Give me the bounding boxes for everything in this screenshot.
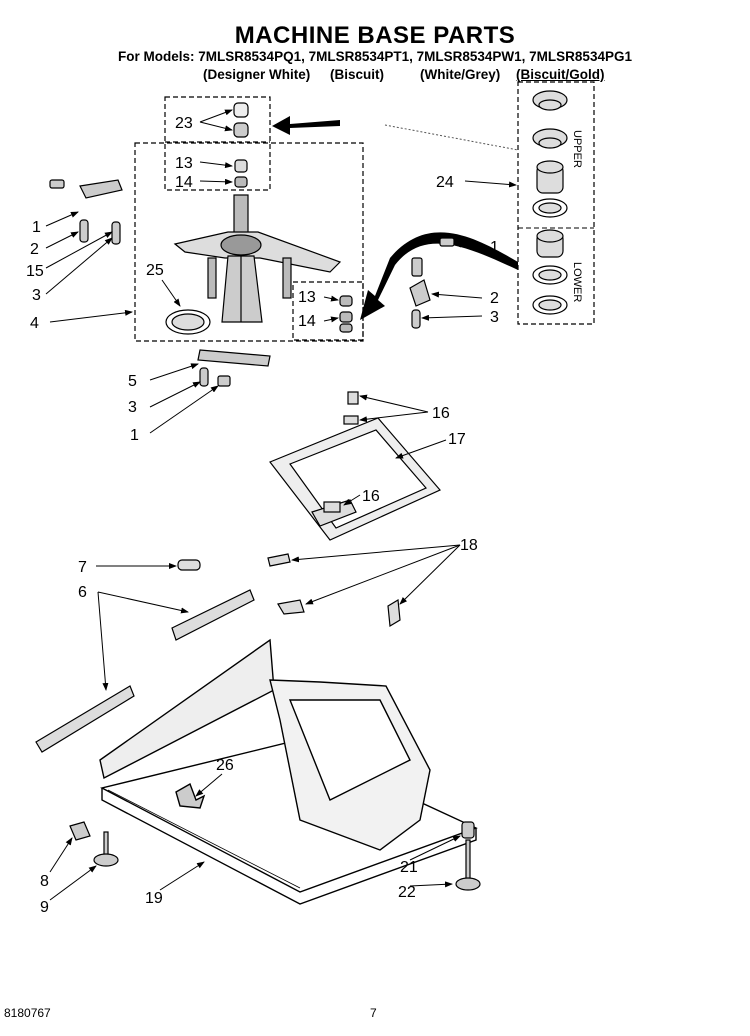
bracket-bottom bbox=[197, 349, 271, 387]
feet bbox=[69, 821, 481, 891]
upper-label: UPPER bbox=[571, 130, 583, 168]
big-arrow-lower bbox=[360, 232, 518, 320]
callout-26: 26 bbox=[216, 757, 234, 774]
page-title: MACHINE BASE PARTS bbox=[234, 22, 516, 49]
dotted-leader bbox=[384, 124, 519, 151]
callout-2b: 2 bbox=[490, 290, 499, 307]
lower-label: LOWER bbox=[571, 262, 583, 302]
leader-lines bbox=[45, 109, 517, 901]
color-designer-white: (Designer White) bbox=[203, 67, 311, 82]
callout-7: 7 bbox=[78, 559, 87, 576]
callout-22: 22 bbox=[398, 884, 416, 901]
callout-numbers: 23 13 14 1 2 15 3 4 25 24 13 14 1 2 3 5 … bbox=[26, 115, 499, 916]
frame-cover bbox=[269, 391, 441, 541]
callout-24: 24 bbox=[436, 174, 454, 191]
big-arrow-upper bbox=[272, 116, 340, 135]
callout-16: 16 bbox=[432, 405, 450, 422]
color-biscuit: (Biscuit) bbox=[330, 67, 384, 82]
callout-4: 4 bbox=[30, 315, 39, 332]
model-list: For Models: 7MLSR8534PQ1, 7MLSR8534PT1, … bbox=[118, 49, 632, 64]
callout-8: 8 bbox=[40, 873, 49, 890]
callout-13b: 13 bbox=[298, 289, 316, 306]
base-frame bbox=[99, 638, 478, 905]
callout-13: 13 bbox=[175, 155, 193, 172]
callout-21: 21 bbox=[400, 859, 418, 876]
callout-23: 23 bbox=[175, 115, 193, 132]
callout-3: 3 bbox=[32, 287, 41, 304]
color-biscuit-gold: (Biscuit/Gold) bbox=[516, 67, 605, 82]
transmission-group bbox=[134, 96, 364, 342]
callout-6: 6 bbox=[78, 584, 87, 601]
clips-and-springs bbox=[35, 553, 401, 753]
doc-number: 8180767 bbox=[4, 1006, 51, 1020]
callout-3c: 3 bbox=[128, 399, 137, 416]
bushings bbox=[339, 295, 353, 333]
callout-25: 25 bbox=[146, 262, 164, 279]
callout-2: 2 bbox=[30, 241, 39, 258]
callout-1: 1 bbox=[32, 219, 41, 236]
color-white-grey: (White/Grey) bbox=[420, 67, 501, 82]
callout-16b: 16 bbox=[362, 488, 380, 505]
page-number: 7 bbox=[370, 1006, 377, 1020]
callout-5: 5 bbox=[128, 373, 137, 390]
callout-19: 19 bbox=[145, 890, 163, 907]
callout-18: 18 bbox=[460, 537, 478, 554]
callout-14: 14 bbox=[175, 174, 193, 191]
bracket-right bbox=[409, 237, 455, 329]
callout-14b: 14 bbox=[298, 313, 316, 330]
callout-1b: 1 bbox=[490, 239, 499, 256]
dashed-box-23-14 bbox=[164, 96, 271, 191]
callout-17: 17 bbox=[448, 431, 466, 448]
callout-15: 15 bbox=[26, 263, 44, 280]
callout-3b: 3 bbox=[490, 309, 499, 326]
callout-1c: 1 bbox=[130, 427, 139, 444]
transmission bbox=[173, 102, 342, 323]
bracket-left bbox=[49, 179, 211, 335]
agitator-insert-panel: UPPER LOWER bbox=[517, 81, 595, 325]
dashed-box-4 bbox=[134, 142, 364, 342]
callout-9: 9 bbox=[40, 899, 49, 916]
